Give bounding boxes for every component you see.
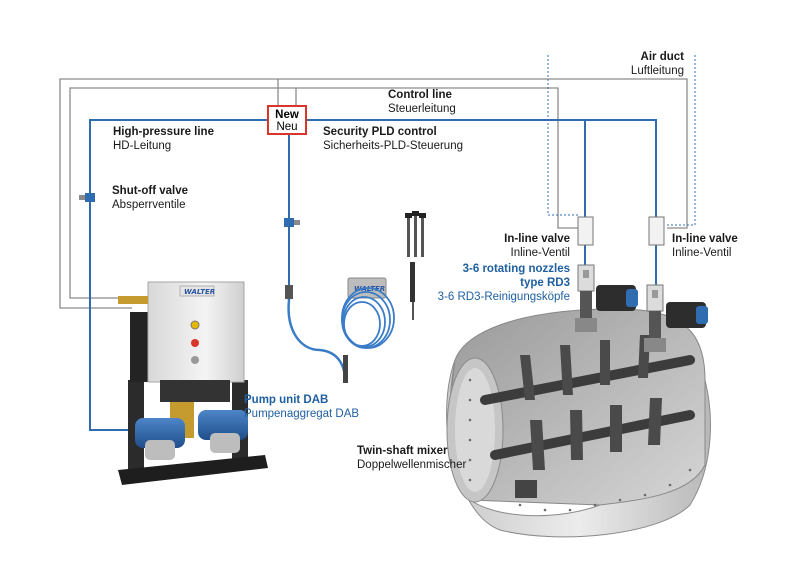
shutoff-valve-hose-icon (284, 218, 300, 227)
inline-valve-left (577, 216, 594, 246)
label-security-pld: Security PLD control Sicherheits-PLD-Ste… (323, 126, 463, 152)
label-pump-unit: Pump unit DAB Pumpenaggregat DAB (244, 394, 360, 420)
hose-bracket-logo: WALTER (354, 285, 385, 293)
label-inline-valve-left: In-line valve Inline-Ventil (504, 233, 570, 259)
lances-icon (405, 211, 426, 320)
label-air-duct: Air duct Luftleitung (630, 51, 684, 77)
label-control-line: Control line Steuerleitung (388, 89, 456, 115)
twin-shaft-mixer (446, 308, 711, 538)
new-badge: New Neu (267, 105, 307, 135)
label-high-pressure-line: High-pressure line HD-Leitung (113, 126, 214, 152)
rd3-nozzle-right (644, 284, 708, 352)
air-duct-lines (547, 55, 696, 226)
hose-reel: WALTER (285, 277, 395, 383)
rd3-nozzle-left (575, 264, 638, 332)
label-shutoff-valve: Shut-off valve Absperrventile (112, 185, 189, 211)
inline-valve-right (648, 216, 665, 246)
label-twin-shaft-mixer: Twin-shaft mixer Doppelwellenmischer (357, 445, 467, 471)
label-rd3-nozzles: 3-6 rotating nozzles type RD3 3-6 RD3-Re… (437, 263, 570, 303)
label-inline-valve-right: In-line valve Inline-Ventil (672, 233, 738, 259)
control-lines (59, 78, 688, 309)
pump-unit: WALTER (118, 281, 268, 485)
high-pressure-lines (89, 119, 657, 431)
cabinet-logo: WALTER (184, 288, 215, 296)
shutoff-valve-left-icon (79, 193, 95, 202)
